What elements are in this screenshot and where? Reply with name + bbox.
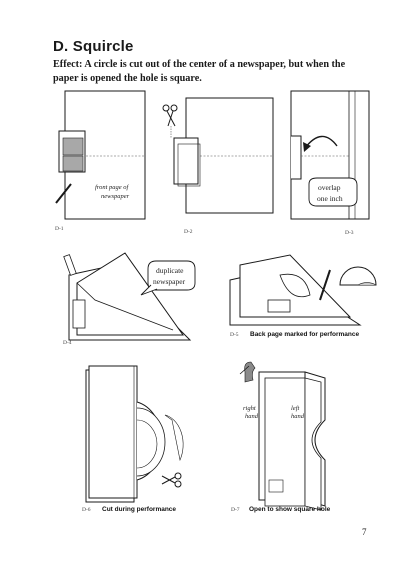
d7-left-hand-1: right: [243, 405, 256, 412]
d7-caption: Open to show square hole: [249, 506, 331, 513]
figure-d5: D-5 Back page marked for performance: [220, 245, 380, 345]
d1-note-line2: newspaper: [101, 193, 130, 200]
d3-bubble-line2: one inch: [317, 194, 343, 203]
d1-label: D-1: [55, 226, 64, 232]
page-number: 7: [362, 527, 367, 537]
figure-d7: right hand left hand D-7 Open to show sq…: [215, 360, 375, 520]
d3-label: D-3: [345, 230, 354, 236]
d7-label: D-7: [231, 507, 240, 513]
figure-d4: duplicate newspaper D-4: [55, 245, 205, 345]
d6-caption: Cut during performance: [102, 506, 176, 513]
figure-d6: D-6 Cut during performance: [80, 360, 210, 520]
d4-label: D-4: [63, 340, 72, 346]
d5-caption: Back page marked for performance: [250, 331, 359, 338]
d4-bubble-line2: newspaper: [153, 277, 186, 286]
effect-paragraph: Effect: A circle is cut out of the cente…: [53, 58, 371, 86]
d7-right-hand-1: left: [291, 405, 299, 412]
scissors-icon: [163, 105, 177, 126]
effect-label: Effect:: [53, 59, 82, 70]
figure-d3: overlap one inch D-3: [287, 86, 377, 236]
d6-label: D-6: [82, 507, 91, 513]
d7-right-hand-2: hand: [291, 413, 305, 420]
d4-bubble-line1: duplicate: [156, 266, 184, 275]
figure-d2: D-2: [160, 88, 280, 238]
d2-label: D-2: [184, 229, 193, 235]
d1-note-line1: front page of: [95, 184, 130, 191]
effect-text: A circle is cut out of the center of a n…: [53, 59, 345, 84]
d5-label: D-5: [230, 332, 239, 338]
d7-left-hand-2: hand: [245, 413, 259, 420]
scissors-icon: [162, 473, 181, 487]
section-heading: D. Squircle: [53, 38, 134, 55]
figure-d1: front page of newspaper D-1: [55, 88, 155, 238]
d3-bubble-line1: overlap: [318, 183, 341, 192]
